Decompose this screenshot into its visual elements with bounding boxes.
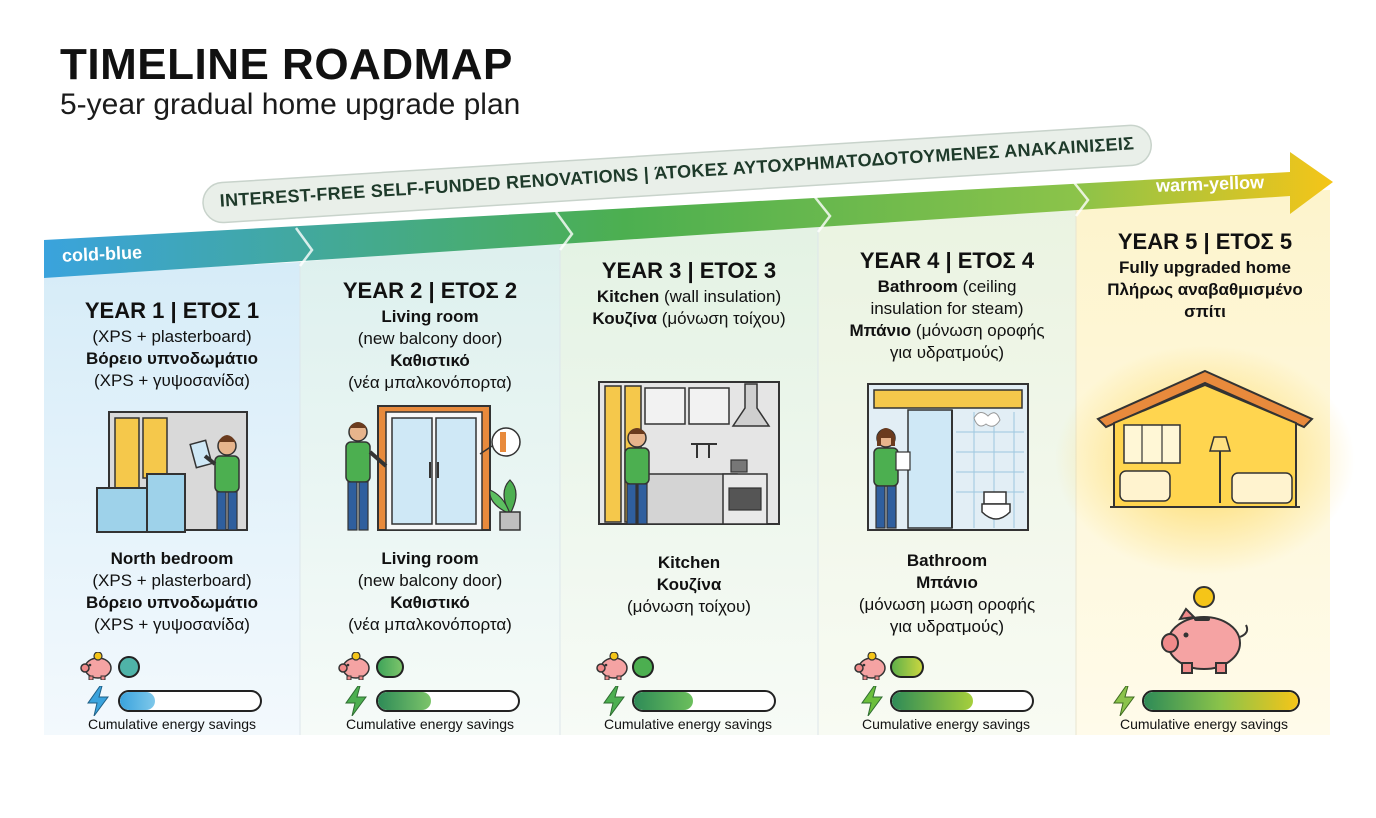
year-bottom-title: Bathroom (906, 551, 988, 570)
savings-progress-bar (118, 690, 262, 712)
year-top-detail: (μόνωση οροφής (911, 321, 1045, 340)
year-heading: YEAR 4 | ΕΤΟΣ 4 (859, 248, 1035, 273)
year-1-column: YEAR 1 | ΕΤΟΣ 1 (XPS + plasterboard) Βόρ… (44, 298, 300, 818)
year-bottom-title: Living room (381, 549, 479, 568)
lightning-bolt-icon (345, 686, 367, 716)
savings-progress-fill (634, 692, 693, 710)
savings-label: Cumulative energy savings (861, 716, 1031, 732)
year-bottom-text: Βόρειο υπνοδωμάτιο (85, 593, 259, 612)
year-2-column: YEAR 2 | ΕΤΟΣ 2 Living room (new balcony… (300, 278, 560, 798)
savings-label: Cumulative energy savings (603, 716, 773, 732)
savings-coin (632, 656, 654, 678)
savings-label: Cumulative energy savings (345, 716, 515, 732)
savings-progress-bar (376, 690, 520, 712)
savings-progress-fill (120, 692, 155, 710)
savings-coin (376, 656, 404, 678)
year-top-text: Fully upgraded home (1119, 258, 1291, 277)
year-bottom-text: (XPS + γυψοσανίδα) (94, 615, 250, 634)
year-top-bold: Bathroom (877, 277, 958, 296)
year-top-detail: (wall insulation) (659, 287, 782, 306)
year-bottom-text: (XPS + plasterboard) (92, 571, 252, 590)
wall-insulation-worker-icon (96, 411, 248, 533)
year-top-text: Μπάνιο (μόνωση οροφής (818, 320, 1076, 342)
year-top-detail: (ceiling (957, 277, 1017, 296)
year-top-text: (XPS + γυψοσανίδα) (94, 371, 250, 390)
year-heading: YEAR 2 | ΕΤΟΣ 2 (342, 278, 518, 303)
savings-label: Cumulative energy savings (87, 716, 257, 732)
year-top-bold: Kitchen (596, 287, 660, 306)
year-top-text: σπίτι (1184, 302, 1226, 321)
year-top-detail: (μόνωση τοίχου) (656, 309, 786, 328)
year-bottom-text: για υδρατμούς) (889, 617, 1005, 636)
page-title: TIMELINE ROADMAP (60, 40, 513, 89)
warm-house-icon (1096, 369, 1314, 508)
lightning-bolt-icon (861, 686, 883, 716)
piggy-bank-icon (596, 652, 628, 680)
year-5-column: YEAR 5 | ΕΤΟΣ 5 Fully upgraded home Πλήρ… (1076, 229, 1334, 749)
year-top-text: Πλήρως αναβαθμισμένο (1107, 280, 1303, 299)
year-bottom-title: North bedroom (110, 549, 234, 568)
year-top-text: Κουζίνα (μόνωση τοίχου) (560, 308, 818, 330)
year-top-text: Kitchen (wall insulation) (560, 286, 818, 308)
year-top-text: insulation for steam) (870, 299, 1024, 318)
year-top-text: Living room (381, 307, 479, 326)
year-bottom-text: Καθιστικό (390, 593, 470, 612)
year-top-text: (new balcony door) (357, 329, 503, 348)
savings-progress-fill (892, 692, 974, 710)
kitchen-worker-icon (598, 381, 780, 525)
piggy-bank-large-icon (1161, 586, 1249, 674)
year-top-text: Καθιστικό (390, 351, 470, 370)
funding-banner (202, 124, 1152, 224)
savings-coin (118, 656, 140, 678)
lightning-bolt-icon (1113, 686, 1135, 716)
savings-label: Cumulative energy savings (1119, 716, 1289, 732)
savings-progress-bar (890, 690, 1034, 712)
piggy-bank-icon (854, 652, 886, 680)
year-bottom-text: (νέα μπαλκονόπορτα) (348, 615, 512, 634)
year-top-text: Bathroom (ceiling (818, 276, 1076, 298)
savings-progress-bar (1142, 690, 1300, 712)
piggy-bank-icon (80, 652, 112, 680)
year-top-text: (XPS + plasterboard) (92, 327, 252, 346)
year-bottom-text: Κουζίνα (656, 575, 722, 594)
bathroom-worker-icon (867, 383, 1029, 531)
savings-progress-bar (632, 690, 776, 712)
year-heading: YEAR 3 | ΕΤΟΣ 3 (601, 258, 777, 283)
savings-progress-fill (378, 692, 432, 710)
progress-arrow (44, 152, 1333, 278)
year-heading: YEAR 5 | ΕΤΟΣ 5 (1117, 229, 1293, 254)
year-top-text: για υδρατμούς) (889, 343, 1005, 362)
year-top-text: (νέα μπαλκονόπορτα) (348, 373, 512, 392)
year-bottom-text: (new balcony door) (357, 571, 503, 590)
warm-yellow-label: warm-yellow (1155, 172, 1265, 196)
balcony-door-worker-icon (345, 405, 521, 531)
lightning-bolt-icon (87, 686, 109, 716)
lightning-bolt-icon (603, 686, 625, 716)
year-top-text: Βόρειο υπνοδωμάτιο (85, 349, 259, 368)
year-bottom-text: Μπάνιο (916, 573, 978, 592)
savings-progress-fill (1144, 692, 1298, 710)
year-4-column: YEAR 4 | ΕΤΟΣ 4 Bathroom (ceiling insula… (818, 248, 1076, 768)
year-heading: YEAR 1 | ΕΤΟΣ 1 (84, 298, 260, 323)
year-top-bold: Κουζίνα (592, 309, 657, 328)
year-3-column: YEAR 3 | ΕΤΟΣ 3 Kitchen (wall insulation… (560, 258, 818, 778)
savings-coin (890, 656, 924, 678)
page-subtitle: 5-year gradual home upgrade plan (60, 88, 521, 121)
year-top-bold: Μπάνιο (849, 321, 912, 340)
piggy-bank-icon (338, 652, 370, 680)
year-bottom-title: Kitchen (657, 553, 721, 572)
cold-blue-label: cold-blue (61, 242, 143, 266)
year-bottom-text: (μόνωση μωση οροφής (858, 595, 1036, 614)
year-bottom-text: (μόνωση τοίχου) (627, 597, 751, 616)
